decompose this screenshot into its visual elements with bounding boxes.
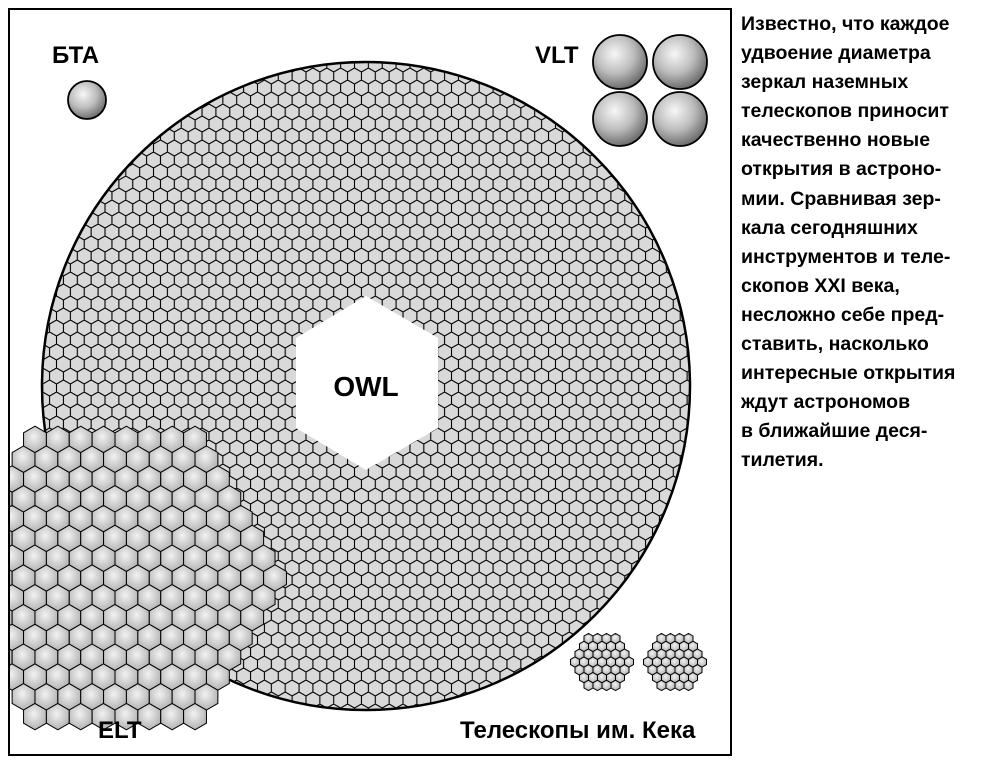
label-keck: Телескопы им. Кека	[460, 717, 696, 744]
vlt-mirror-1	[592, 34, 648, 90]
owl-central-hole	[296, 296, 438, 470]
caption-line: в ближайшие деся-	[741, 420, 928, 443]
keck-mirror-2	[642, 632, 708, 692]
telescope-mirror-comparison-diagram: БТА VLT OWL ELT Телескопы им. Кека	[8, 34, 708, 744]
label-bta: БТА	[52, 42, 99, 69]
caption-line: несложно себе пред-	[741, 303, 945, 326]
vlt-mirrors	[592, 34, 708, 147]
label-elt: ELT	[98, 717, 142, 744]
caption-line: удвоение диаметра	[741, 42, 931, 65]
vlt-mirror-4	[652, 91, 708, 147]
keck-2-segment	[697, 656, 708, 668]
vlt-mirror-3	[592, 91, 648, 147]
caption-line: интересные открытия	[741, 362, 956, 385]
caption-line: мии. Сравнивая зер-	[741, 187, 941, 210]
caption-text: Известно, что каждое удвоение диаметра з…	[741, 10, 996, 476]
caption-line: ждут астрономов	[741, 391, 911, 414]
label-vlt: VLT	[535, 42, 579, 69]
caption-line: инструментов и теле-	[741, 245, 951, 268]
caption-line: зеркал наземных	[741, 71, 909, 94]
bta-mirror	[67, 80, 107, 120]
vlt-mirror-2	[652, 34, 708, 90]
caption-line: открытия в астроно-	[741, 158, 942, 181]
elt-mirror	[8, 425, 287, 731]
caption-line: качественно новые	[741, 129, 931, 152]
caption-line: ставить, насколько	[741, 333, 929, 356]
caption-line: скопов XXI века,	[741, 274, 900, 297]
diagram-frame	[8, 8, 732, 756]
caption-line: телескопов приносит	[741, 100, 949, 123]
elt-segment	[263, 564, 287, 592]
keck-mirror-1	[569, 632, 635, 692]
caption-line: Известно, что каждое	[741, 13, 950, 35]
label-owl: OWL	[333, 371, 398, 402]
caption-line: кала сегодняшних	[741, 216, 918, 239]
keck-1-segment	[624, 656, 635, 668]
caption-line: тилетия.	[741, 449, 824, 472]
